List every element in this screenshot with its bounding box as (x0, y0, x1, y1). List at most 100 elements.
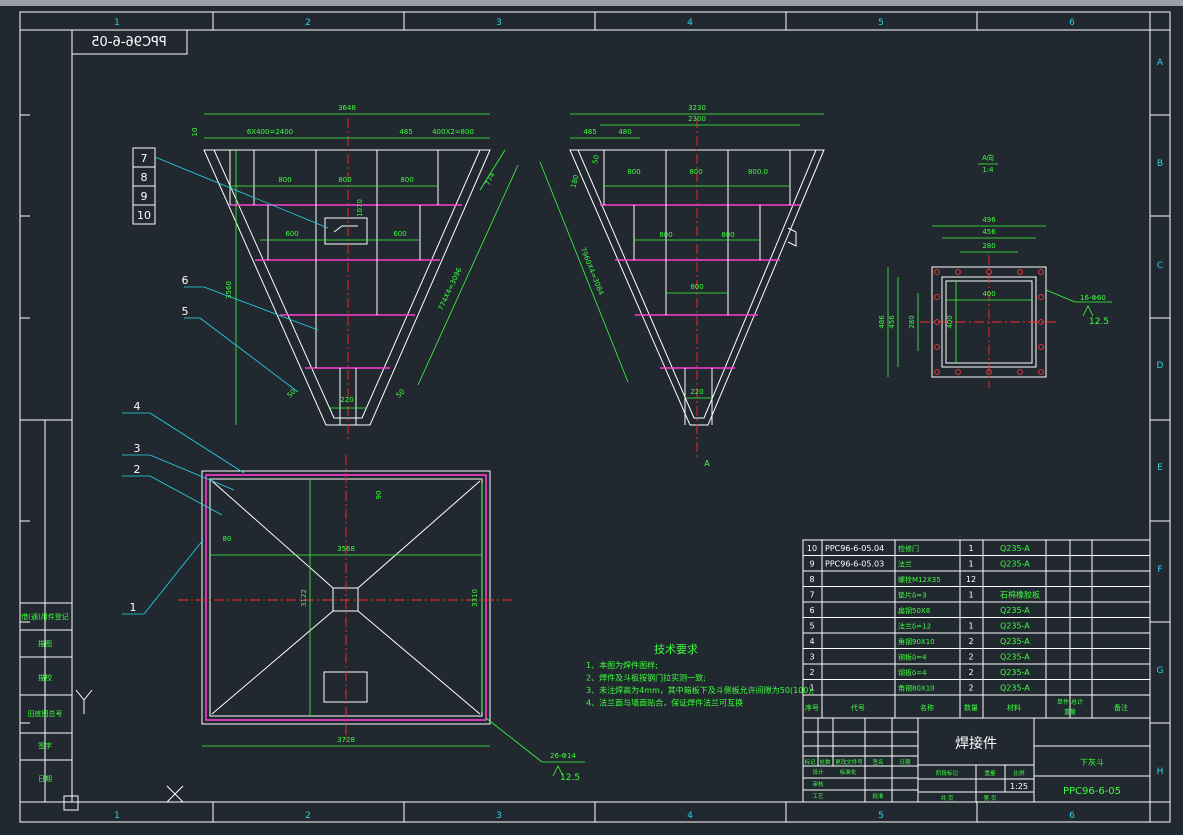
bom-name: 角钢80X10 (898, 684, 935, 693)
grid-row-label: E (1157, 463, 1163, 473)
front-dim: 600 (393, 230, 406, 238)
detail-dim: 280 (908, 315, 916, 328)
title-label: 共 页 (941, 794, 954, 802)
bom-material: Q235-A (1000, 668, 1030, 677)
balloon-number: 2 (134, 463, 141, 476)
balloon-number: 8 (141, 171, 148, 184)
grid-row-label: A (1157, 58, 1164, 68)
bom-name: 螺栓M12X35 (898, 575, 941, 584)
grid-col-bottom: 2 (305, 811, 311, 821)
bolt-hole (934, 319, 940, 325)
grid-row-label: C (1157, 261, 1163, 271)
bom-qty: 2 (968, 653, 973, 662)
bolt-hole (1017, 269, 1023, 275)
detail-scale: 1:4 (982, 166, 994, 174)
bom-qty: 1 (968, 591, 973, 600)
balloon-box-group (132, 147, 156, 225)
bom-no: 7 (809, 591, 814, 600)
side-dim: 800 (721, 231, 734, 239)
bom-code: PPC96-6-05.03 (825, 560, 884, 569)
side-dim: 800.0 (748, 168, 768, 176)
bom-material: Q235-A (1000, 544, 1030, 553)
title-block (802, 717, 1151, 803)
bolt-hole (1038, 319, 1044, 325)
tech-item: 2、焊件及斗板按钢门拉实测一致; (586, 673, 706, 683)
bolt-hole (955, 269, 961, 275)
plan-dim: 3122 (300, 589, 308, 607)
front-dim: 10 (191, 128, 199, 137)
side-view (539, 113, 825, 458)
detail-dim: 496 (982, 216, 996, 224)
tech-item: 3、未注焊高为4mm，其中箱板下及斗侧板允许间隙为50(100); (586, 685, 814, 695)
title-label: 更改文件号 (835, 758, 863, 766)
weld-note: 12.5 (1089, 317, 1109, 327)
scale-value: 1:25 (1010, 782, 1028, 791)
grid-col-top: 4 (687, 18, 693, 28)
bom-material: Q235-A (1000, 684, 1030, 693)
balloon-leaders (122, 156, 329, 615)
grid-col-bottom: 5 (878, 811, 884, 821)
bolt-hole (1038, 344, 1044, 350)
strip-label: 借(通)用件登记 (21, 612, 68, 621)
grid-row-label: H (1157, 767, 1164, 777)
bom-qty: 2 (968, 668, 973, 677)
balloon-number: 10 (137, 209, 151, 222)
bom-material: Q235-A (1000, 560, 1030, 569)
part-name: 焊接件 (955, 735, 997, 752)
side-dim: 50 (591, 154, 601, 165)
side-dim: 485 (583, 128, 596, 136)
front-dim: 50 (395, 388, 407, 400)
bolt-hole (1017, 369, 1023, 375)
bolt-hole (934, 294, 940, 300)
grid-row-label: G (1157, 666, 1164, 676)
hole-note: 16-Φ60 (1080, 294, 1106, 302)
tech-title: 技术要求 (654, 643, 698, 656)
front-dim: 485 (399, 128, 412, 136)
grid-col-top: 1 (114, 18, 120, 28)
balloon-number: 9 (141, 190, 148, 203)
bom-material: Q235-A (1000, 653, 1030, 662)
detail-dim: 400 (946, 315, 954, 328)
title-label: 审核 (812, 780, 824, 788)
front-dim: 600 (285, 230, 298, 238)
title-label: 批准 (872, 792, 884, 800)
grid-col-top: 3 (496, 18, 502, 28)
plan-dim: 3568 (337, 545, 355, 553)
balloon-number: 3 (134, 442, 141, 455)
side-dim: 2300 (688, 115, 706, 123)
grid-col-bottom: 4 (687, 811, 693, 821)
bom-header: 数量 (964, 703, 978, 712)
strip-label: 签字 (38, 741, 52, 750)
bom-qty: 2 (968, 637, 973, 646)
bom-no: 1 (809, 684, 814, 693)
bom-material: Q235-A (1000, 606, 1030, 615)
section-label: A (704, 459, 710, 468)
bom-qty: 12 (966, 575, 976, 584)
bom-name: 角钢90X10 (898, 637, 935, 646)
front-dim: 6X400=2400 (247, 128, 293, 136)
title-label: 日期 (899, 759, 911, 766)
bom-qty: 1 (968, 622, 973, 631)
grid-col-bottom: 3 (496, 811, 502, 821)
balloon-number: 5 (182, 305, 189, 318)
bom-material: Q235-A (1000, 622, 1030, 631)
bom-header: 序号 (805, 703, 819, 712)
bom-no: 2 (809, 668, 814, 677)
bom-header: 名称 (920, 703, 934, 712)
strip-label: 日期 (38, 775, 52, 783)
grid-col-bottom: 6 (1069, 811, 1075, 821)
grid-col-top: 6 (1069, 18, 1075, 28)
bom-no: 8 (809, 575, 814, 584)
detail-dim: 456 (982, 228, 996, 236)
side-dim: 800 (690, 283, 703, 291)
bom-qty: 1 (968, 544, 973, 553)
title-label: 签名 (872, 758, 883, 766)
balloon-number: 6 (182, 274, 189, 287)
bom-name: 垫片δ=3 (898, 591, 927, 600)
grid-col-top: 5 (878, 18, 884, 28)
